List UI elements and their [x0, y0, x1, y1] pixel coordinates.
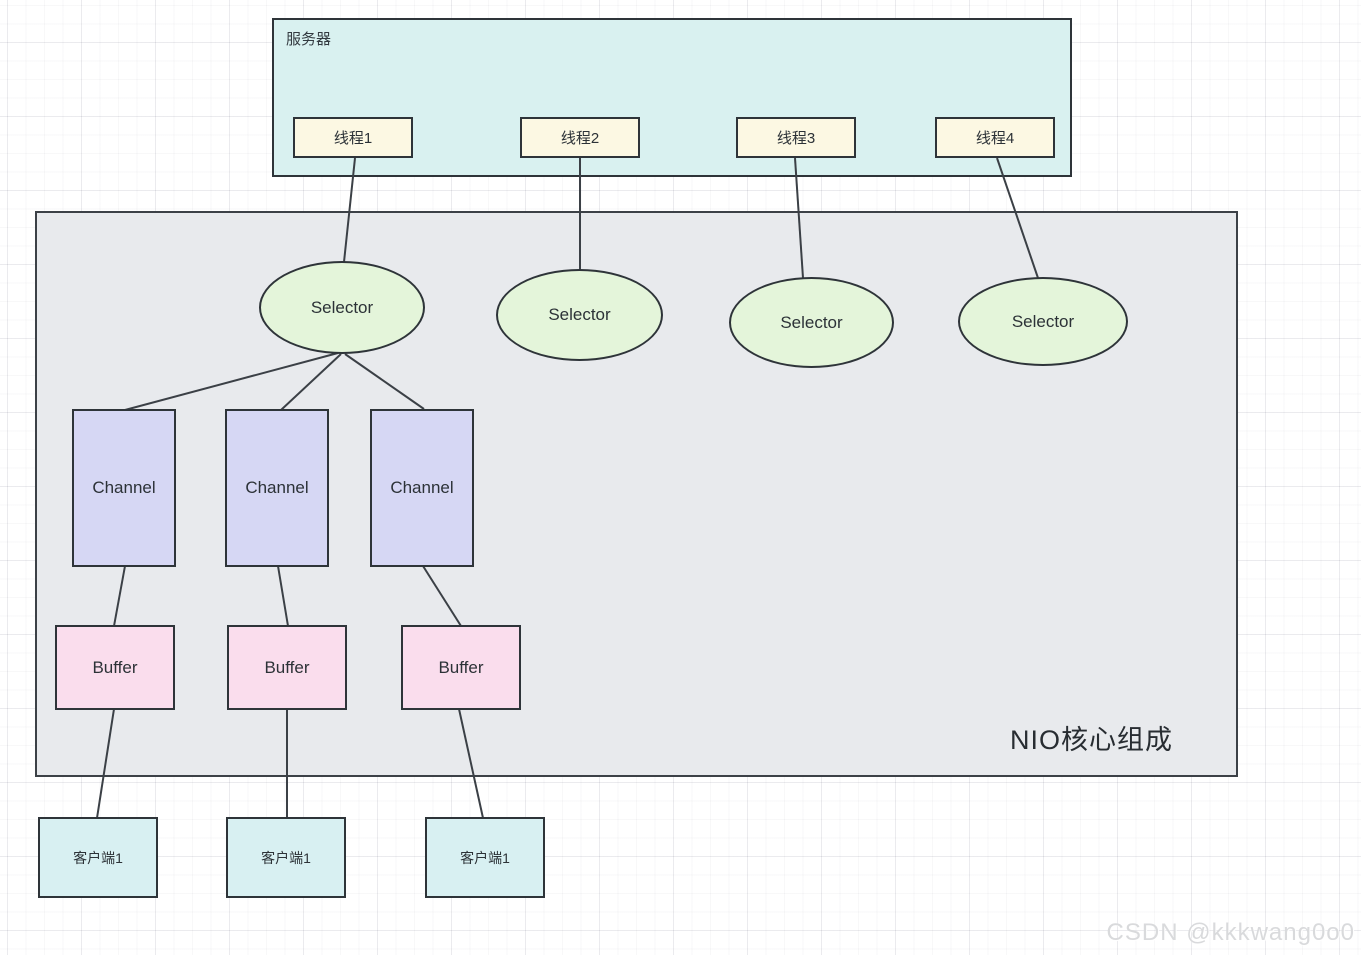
selector-ellipse-2: Selector	[496, 269, 663, 361]
client-box-2: 客户端1	[226, 817, 346, 898]
nio-group-label: NIO核心组成	[1010, 725, 1174, 755]
selector-ellipse-4: Selector	[958, 277, 1128, 366]
csdn-watermark: CSDN @kkkwang0o0	[1106, 919, 1355, 946]
selector-ellipse-1: Selector	[259, 261, 425, 354]
thread-box-4: 线程4	[935, 117, 1055, 158]
buffer-box-2: Buffer	[227, 625, 347, 710]
server-group-label: 服务器	[286, 31, 332, 48]
client-box-1: 客户端1	[38, 817, 158, 898]
buffer-box-3: Buffer	[401, 625, 521, 710]
channel-box-1: Channel	[72, 409, 176, 567]
client-box-3: 客户端1	[425, 817, 545, 898]
channel-box-3: Channel	[370, 409, 474, 567]
channel-box-2: Channel	[225, 409, 329, 567]
thread-box-3: 线程3	[736, 117, 856, 158]
thread-box-1: 线程1	[293, 117, 413, 158]
selector-ellipse-3: Selector	[729, 277, 894, 368]
buffer-box-1: Buffer	[55, 625, 175, 710]
thread-box-2: 线程2	[520, 117, 640, 158]
